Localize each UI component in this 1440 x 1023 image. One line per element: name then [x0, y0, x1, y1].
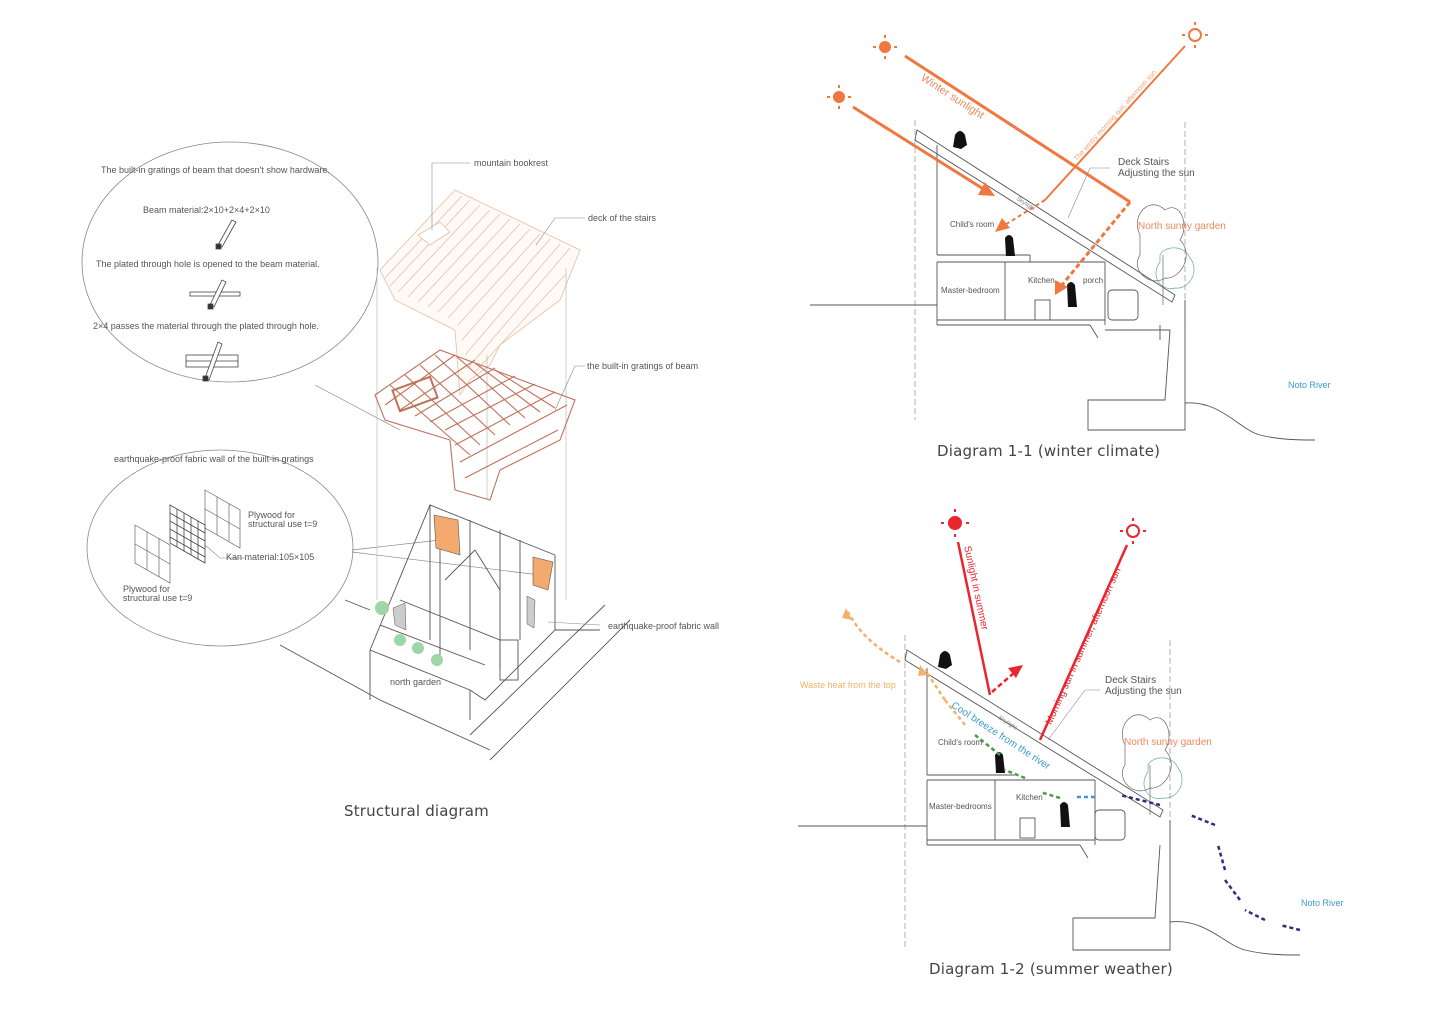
plywood-panel-front: [134, 524, 171, 584]
winter-figures: [953, 131, 1077, 307]
summer-deck-stairs-line1: Deck Stairs: [1105, 675, 1157, 686]
builtin-gratings-label: the built-in gratings of beam: [587, 361, 699, 371]
tree-1: [375, 601, 389, 615]
winter-deck-stairs-line1: Deck Stairs: [1118, 157, 1170, 168]
green-breeze-arrows: [974, 734, 1061, 800]
leader-fabric-wall: [547, 621, 601, 626]
summer-deck-leader: [1047, 689, 1100, 741]
summer-ray-2: [1038, 544, 1129, 741]
summer-deck-stairs-label: Deck Stairs Adjusting the sun: [1105, 675, 1182, 697]
detail-ellipse-beams: [81, 141, 379, 383]
winter-deck-leader: [1067, 167, 1110, 219]
kan-leader-line: [204, 544, 245, 559]
beam-piece-3: [185, 341, 239, 382]
tree-2: [394, 634, 406, 646]
plywood-top-line1: Plywood for: [248, 510, 296, 520]
winter-ray-3-arrow: [995, 218, 1010, 232]
summer-noto-river-label: Noto River: [1301, 898, 1344, 908]
winter-diagram-title: Diagram 1-1 (winter climate): [937, 442, 1161, 460]
summer-sun-1: [948, 516, 962, 530]
structural-diagram-title: Structural diagram: [344, 802, 489, 820]
gratings-heading: The built-in gratings of beam that doesn…: [101, 165, 330, 175]
winter-tree: [1137, 204, 1195, 305]
gratings-layer: [374, 349, 576, 501]
gray-wall-1: [392, 602, 407, 631]
winter-kitchen-label: Kitchen: [1028, 276, 1055, 285]
beam-piece-1: [215, 219, 237, 250]
kan-grid-panel: [169, 504, 206, 564]
fabric-wall-label: earthquake-proof fabric wall: [608, 621, 720, 631]
house-frame: [279, 504, 631, 761]
kan-material-label: Kan material:105×105: [226, 552, 315, 562]
winter-ray-3-dashed: [999, 199, 1046, 229]
leader-deck: [535, 217, 585, 246]
plywood-bottom-line1: Plywood for: [123, 584, 171, 594]
leader-ellipse1: [314, 384, 401, 431]
winter-ray-1-arrow: [978, 182, 995, 196]
winter-sun-rays: [827, 22, 1208, 109]
plated-hole-label: The plated through hole is opened to the…: [96, 259, 320, 269]
winter-ray-3: [1044, 45, 1186, 201]
winter-porch-label: porch: [1083, 276, 1104, 285]
winter-ray-2: [904, 54, 1131, 204]
navy-breeze-arrows: [1119, 793, 1301, 932]
leader-ellipse2a: [351, 539, 441, 551]
detail-ellipse-wall: [86, 449, 354, 647]
summer-north-garden-label: North sunny garden: [1124, 737, 1212, 748]
summer-tree: [1122, 714, 1183, 815]
north-garden-label: north garden: [390, 677, 442, 687]
plywood-bottom-line2: structural use t=9: [123, 593, 193, 603]
summer-kitchen-label: Kitchen: [1016, 793, 1043, 802]
tree-3: [412, 642, 424, 654]
leader-mountain-bookrest: [431, 162, 470, 230]
winter-deck-stairs-label: Deck Stairs Adjusting the sun: [1118, 157, 1195, 179]
winter-building: [810, 120, 1316, 441]
tree-4: [431, 654, 443, 666]
waste-heat-arrowheads: [842, 608, 928, 676]
gray-wall-2: [526, 595, 536, 629]
winter-master-bedroom-label: Master-bedroom: [941, 286, 1000, 295]
plywood-panel-back: [204, 489, 241, 549]
summer-ray-1-arrow: [1008, 665, 1023, 678]
winter-sun-1: [833, 91, 845, 103]
plywood-top-line2: structural use t=9: [248, 519, 318, 529]
fabric-wall-panel-2: [532, 556, 554, 591]
waste-heat-arrows: [846, 611, 966, 726]
summer-sun-rays: [941, 509, 1146, 544]
summer-diagram-title: Diagram 1-2 (summer weather): [929, 960, 1173, 978]
waste-heat-label: Waste heat from the top: [800, 680, 896, 690]
winter-sun-3: [1188, 28, 1202, 42]
beam-material-label: Beam material:2×10+2×4+2×10: [143, 205, 270, 215]
leader-ellipse2b: [351, 551, 541, 576]
garden-trees: [375, 601, 443, 666]
winter-noto-river-label: Noto River: [1288, 380, 1331, 390]
deck-of-stairs-layer: [379, 189, 581, 397]
summer-ray-1: [956, 541, 992, 696]
winter-ray-2-dashed: [1060, 201, 1132, 286]
summer-deck-stairs-line2: Adjusting the sun: [1105, 686, 1182, 697]
deck-of-stairs-label: deck of the stairs: [588, 213, 657, 223]
plywood-top-label: Plywood for structural use t=9: [248, 511, 317, 529]
winter-ray-2-arrow: [1055, 280, 1068, 295]
plywood-bottom-label: Plywood for structural use t=9: [123, 585, 192, 603]
summer-master-bedroom-label: Master-bedrooms: [929, 802, 992, 811]
summer-childs-room-label: Child's room: [938, 738, 983, 747]
fabric-wall-panel-1: [433, 514, 461, 556]
winter-deck-stairs-line2: Adjusting the sun: [1118, 168, 1195, 179]
beam-piece-2: [189, 279, 241, 310]
summer-ray-1-reflect: [991, 671, 1016, 693]
summer-sun-2: [1126, 524, 1140, 538]
leader-gratings: [554, 365, 585, 411]
fabric-heading: earthquake-proof fabric wall of the buil…: [114, 454, 314, 464]
winter-childs-room-label: Child's room: [950, 220, 995, 229]
summer-figures: [938, 651, 1070, 827]
summer-building: [798, 635, 1301, 956]
winter-sun-2: [879, 41, 891, 53]
winter-ray-1: [852, 105, 986, 192]
mountain-bookrest-label: mountain bookrest: [474, 158, 549, 168]
passes-label: 2×4 passes the material through the plat…: [93, 321, 319, 331]
winter-north-garden-label: North sunny garden: [1138, 221, 1226, 232]
